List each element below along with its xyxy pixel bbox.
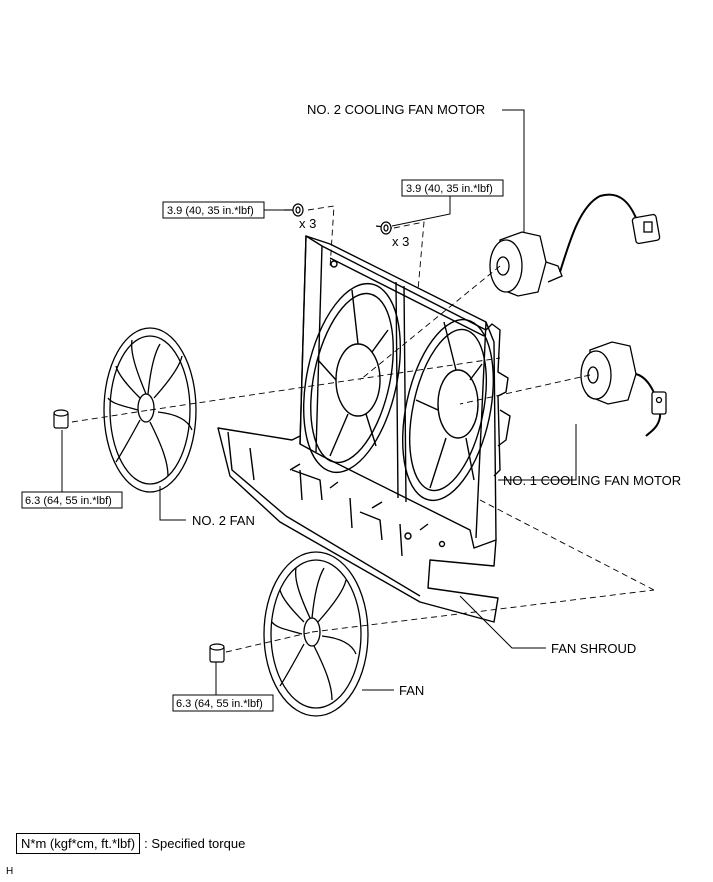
quantity-bolt-right: x 3 [392, 234, 409, 249]
corner-mark: H [6, 866, 14, 877]
legend-unit-box: N*m (kgf*cm, ft.*lbf) [16, 833, 141, 854]
torque-nut-no2-fan: 6.3 (64, 55 in.*lbf) [25, 495, 112, 507]
torque-box-nut-no2-fan [21, 491, 123, 509]
fan-nut [209, 643, 225, 663]
legend-text: : Specified torque [144, 836, 246, 851]
fan-part [263, 551, 369, 717]
fan-shroud [217, 235, 511, 623]
no1-cooling-fan-motor-part [580, 341, 667, 437]
no1-cooling-fan-motor-label: NO. 1 COOLING FAN MOTOR [503, 473, 681, 488]
torque-bolt-left: 3.9 (40, 35 in.*lbf) [167, 205, 254, 217]
fan-shroud-label: FAN SHROUD [551, 641, 636, 656]
leader-lines [61, 109, 577, 696]
quantity-bolt-left: x 3 [299, 216, 316, 231]
torque-box-bolt-left [162, 201, 265, 219]
no2-cooling-fan-motor-label: NO. 2 COOLING FAN MOTOR [307, 102, 485, 117]
no2-cooling-fan-motor-part [489, 193, 661, 297]
torque-bolt-right: 3.9 (40, 35 in.*lbf) [406, 183, 493, 195]
no2-fan-nut [53, 409, 69, 429]
torque-box-nut-fan [172, 694, 274, 712]
torque-box-bolt-right [401, 179, 504, 197]
bolt-right-part [375, 221, 393, 235]
bolt-left-part [284, 203, 304, 217]
fan-label: FAN [399, 683, 424, 698]
no2-fan-label: NO. 2 FAN [192, 513, 255, 528]
assembly-lines [71, 205, 655, 653]
torque-nut-fan: 6.3 (64, 55 in.*lbf) [176, 698, 263, 710]
torque-legend: N*m (kgf*cm, ft.*lbf) : Specified torque [16, 833, 245, 854]
